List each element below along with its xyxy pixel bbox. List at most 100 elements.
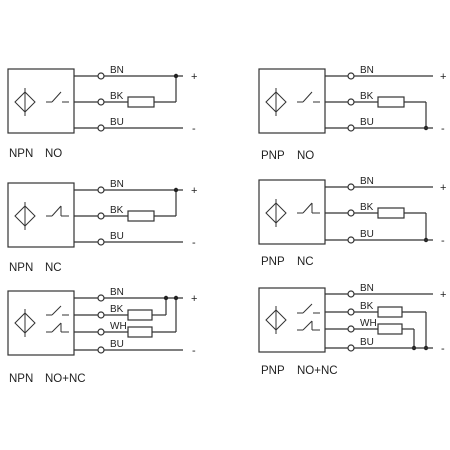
polarity-minus: - <box>192 123 196 135</box>
polarity-plus: + <box>440 71 446 83</box>
switch-nc-symbol <box>46 205 69 217</box>
contact-label: NC <box>45 262 62 274</box>
sensor-body <box>258 287 326 353</box>
diagram-npn-nc: BN BK BU + - NPN NC <box>7 179 197 274</box>
switch-nc-symbol <box>46 322 69 333</box>
switch-nc-symbol <box>297 320 320 331</box>
wire-label-bu: BU <box>360 337 374 348</box>
wire-label-bu: BU <box>110 231 124 242</box>
sensor-symbol-diamond <box>14 205 36 227</box>
sensor-symbol-diamond <box>14 91 36 113</box>
terminal-wh <box>347 325 355 333</box>
sensor-body <box>7 182 75 248</box>
terminal-bn <box>97 294 105 302</box>
contact-label: NO <box>297 150 314 162</box>
contact-label: NO+NC <box>45 373 86 385</box>
wire-label-bk: BK <box>360 91 374 102</box>
wire-label-bk: BK <box>360 202 374 213</box>
junction-dot <box>163 295 169 301</box>
terminal-bk <box>347 308 355 316</box>
contact-label: NC <box>297 256 314 268</box>
sensor-symbol-diamond <box>14 312 36 334</box>
load-resistor <box>127 96 155 108</box>
sensor-symbol-diamond <box>265 202 287 224</box>
type-label: PNP <box>261 256 285 268</box>
load-resistor <box>377 96 405 108</box>
contact-label: NO+NC <box>297 365 338 377</box>
terminal-bu <box>97 124 105 132</box>
wire-label-bk: BK <box>360 301 374 312</box>
sensor-body <box>7 68 75 134</box>
diagram-npn-no: BN BK BU + - NPN NO <box>7 65 197 160</box>
terminal-bn <box>347 290 355 298</box>
wire-label-bu: BU <box>110 117 124 128</box>
wire-label-bn: BN <box>360 176 374 187</box>
wire-label-bu: BU <box>360 117 374 128</box>
contact-label: NO <box>45 148 62 160</box>
polarity-plus: + <box>191 71 197 83</box>
load-resistor <box>127 210 155 222</box>
wire-label-bn: BN <box>360 283 374 294</box>
junction-dot <box>173 73 179 79</box>
load-resistor <box>127 309 153 321</box>
polarity-minus: - <box>441 235 445 247</box>
type-label: NPN <box>9 373 33 385</box>
load-resistor <box>377 323 403 335</box>
switch-no-symbol <box>46 305 69 316</box>
terminal-bk <box>97 311 105 319</box>
polarity-minus: - <box>192 237 196 249</box>
type-label: PNP <box>261 150 285 162</box>
terminal-bu <box>347 236 355 244</box>
switch-no-symbol <box>297 91 320 103</box>
junction-dot <box>173 295 179 301</box>
wire-label-bk: BK <box>110 304 124 315</box>
polarity-plus: + <box>191 185 197 197</box>
switch-no-symbol <box>297 303 320 314</box>
polarity-plus: + <box>440 289 446 301</box>
wire-label-bn: BN <box>110 179 124 190</box>
wire-label-bu: BU <box>110 339 124 350</box>
terminal-bu <box>347 344 355 352</box>
terminal-bu <box>97 238 105 246</box>
switch-no-symbol <box>46 91 69 103</box>
diagram-pnp-no-nc: BN BK WH BU + - PNP NO+NC <box>258 283 446 377</box>
wire-label-bu: BU <box>360 229 374 240</box>
wire-label-wh: WH <box>110 321 127 332</box>
terminal-bk <box>347 209 355 217</box>
terminal-bn <box>347 72 355 80</box>
terminal-bk <box>97 212 105 220</box>
diagram-pnp-no: BN BK BU + - PNP NO <box>258 65 446 162</box>
diagram-npn-no-nc: BN BK WH BU + - NPN NO+NC <box>7 287 197 385</box>
type-label: NPN <box>9 148 33 160</box>
wire-label-wh: WH <box>360 318 377 329</box>
sensor-symbol-diamond <box>265 309 287 331</box>
terminal-bn <box>97 186 105 194</box>
sensor-body <box>7 290 75 356</box>
terminal-bn <box>347 183 355 191</box>
load-resistor <box>127 326 153 338</box>
load-resistor <box>377 306 403 318</box>
wire-label-bn: BN <box>110 287 124 298</box>
load-resistor <box>377 207 405 219</box>
polarity-plus: + <box>191 293 197 305</box>
terminal-bu <box>347 124 355 132</box>
polarity-minus: - <box>441 343 445 355</box>
junction-dot <box>173 187 179 193</box>
terminal-bu <box>97 346 105 354</box>
terminal-wh <box>97 328 105 336</box>
polarity-plus: + <box>440 182 446 194</box>
switch-nc-symbol <box>297 202 320 214</box>
wire-label-bn: BN <box>110 65 124 76</box>
type-label: NPN <box>9 262 33 274</box>
diagram-pnp-nc: BN BK BU + - PNP NC <box>258 176 446 268</box>
sensor-body <box>258 68 326 134</box>
wire-label-bn: BN <box>360 65 374 76</box>
terminal-bk <box>347 98 355 106</box>
wire-label-bk: BK <box>110 205 124 216</box>
terminal-bk <box>97 98 105 106</box>
sensor-symbol-diamond <box>265 91 287 113</box>
polarity-minus: - <box>192 345 196 357</box>
type-label: PNP <box>261 365 285 377</box>
polarity-minus: - <box>441 123 445 135</box>
